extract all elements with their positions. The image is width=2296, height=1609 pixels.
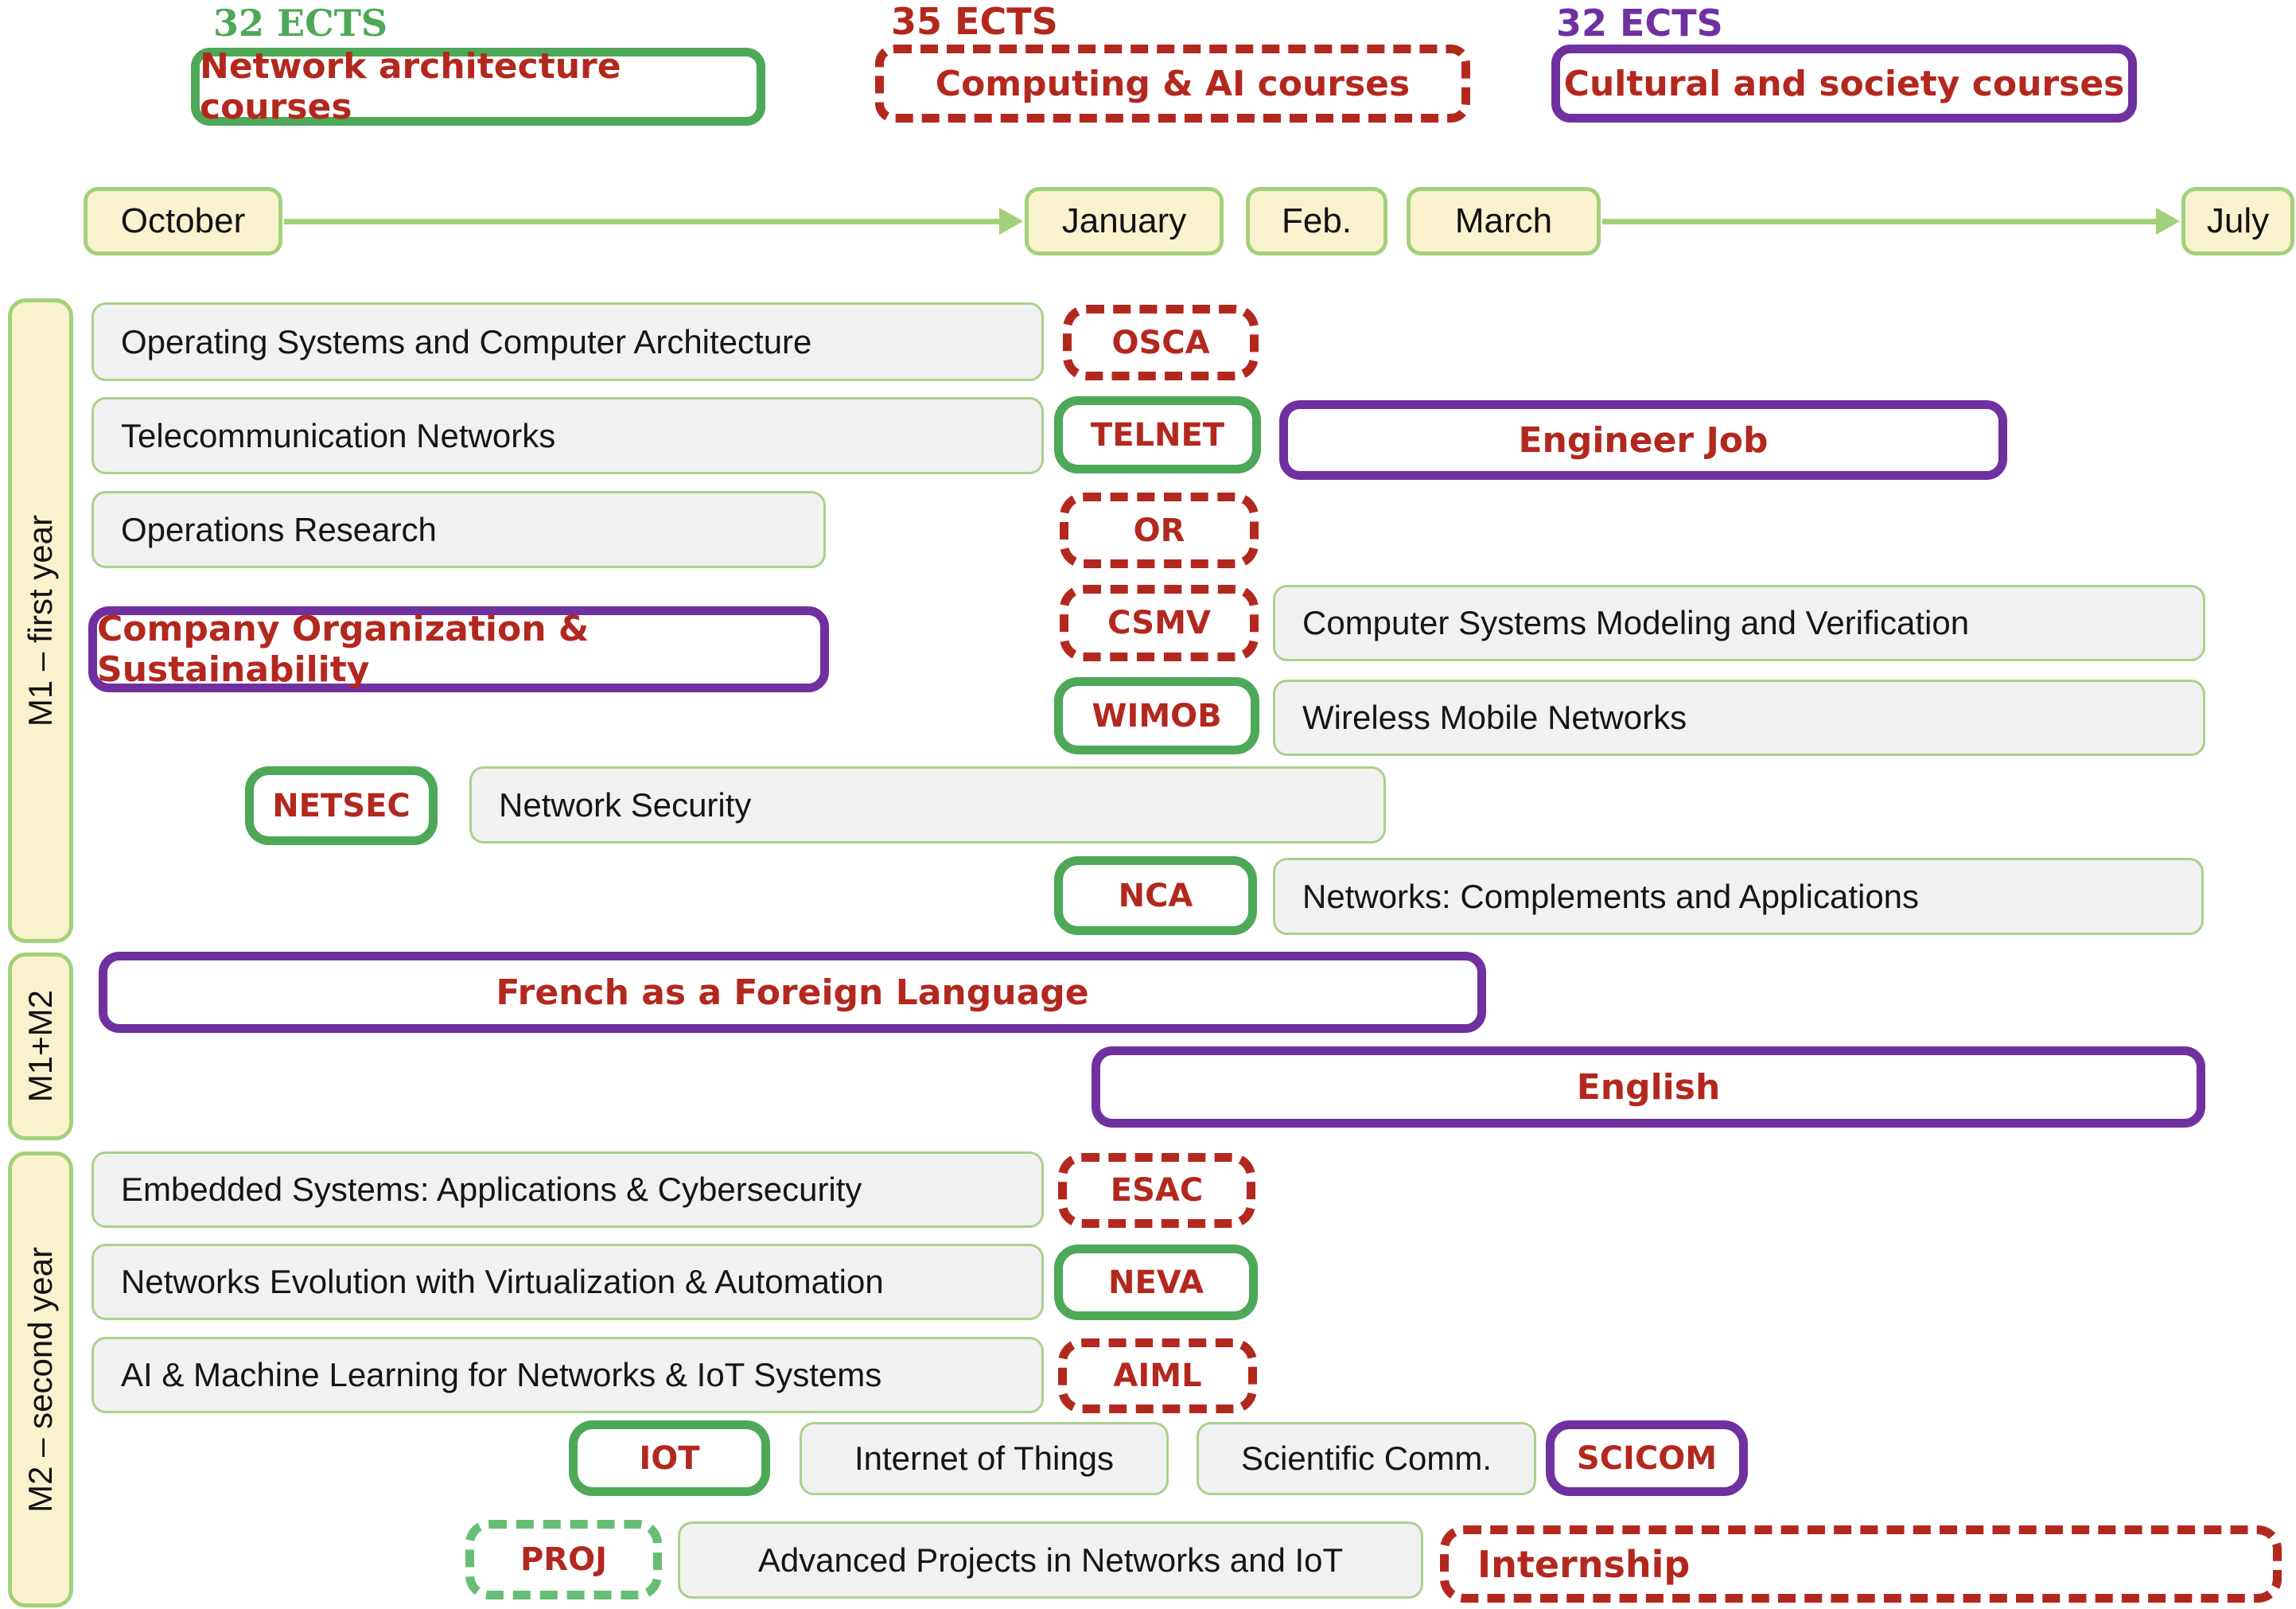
- course-code-iot: IOT: [569, 1420, 770, 1496]
- french-foreign-language-label: French as a Foreign Language: [496, 972, 1089, 1013]
- sidebar-m1-plus-m2: M1+M2: [8, 953, 73, 1140]
- course-box-wimob-name: Wireless Mobile Networks: [1273, 680, 2205, 756]
- course-wimob-code: WIMOB: [1092, 697, 1222, 734]
- course-code-netsec: NETSEC: [245, 766, 438, 845]
- company-organization-sustainability-label: Company Organization & Sustainability: [97, 609, 590, 690]
- course-scicom-name: Scientific Comm.: [1240, 1440, 1492, 1477]
- course-or-name: Operations Research: [121, 510, 437, 548]
- course-code-osca: OSCA: [1063, 305, 1259, 380]
- legend-computing-ai-label: Computing & AI courses: [935, 63, 1411, 104]
- course-code-telnet: TELNET: [1054, 396, 1261, 473]
- engineer-job-label: Engineer Job: [1518, 419, 1769, 461]
- sidebar-m1-first-year: M1 – first year: [8, 298, 73, 943]
- course-telnet-name: Telecommunication Networks: [121, 416, 556, 454]
- timeline-arrow-icon: [2156, 208, 2180, 235]
- course-wimob-name: Wireless Mobile Networks: [1302, 699, 1687, 736]
- course-iot-name: Internet of Things: [854, 1440, 1115, 1477]
- course-osca-name: Operating Systems and Computer Architect…: [121, 322, 812, 360]
- course-csmv-code: CSMV: [1107, 605, 1211, 641]
- legend-computing-ai-box: Computing & AI courses: [875, 45, 1470, 123]
- timeline-october: October: [84, 187, 282, 255]
- english-label: English: [1576, 1066, 1721, 1108]
- course-box-aiml-name: AI & Machine Learning for Networks & IoT…: [91, 1337, 1044, 1413]
- course-nca-name: Networks: Complements and Applications: [1302, 877, 1920, 915]
- course-box-proj-name: Advanced Projects in Networks and IoT: [678, 1521, 1423, 1599]
- course-esac-name: Embedded Systems: Applications & Cyberse…: [121, 1171, 862, 1208]
- course-box-or-name: Operations Research: [91, 491, 826, 568]
- course-proj-name: Advanced Projects in Networks and IoT: [757, 1541, 1344, 1579]
- course-csmv-name: Computer Systems Modeling and Verificati…: [1302, 604, 1970, 641]
- sidebar-m2-second-year: M2 – second year: [8, 1151, 73, 1607]
- internship-label: Internship: [1477, 1542, 1691, 1586]
- course-box-scicom-name: Scientific Comm.: [1197, 1422, 1536, 1495]
- course-code-nca: NCA: [1054, 856, 1257, 935]
- course-proj-code: PROJ: [520, 1541, 607, 1578]
- ects-label-cultural: 32 ECTS: [1556, 2, 1723, 45]
- timeline-feb-label: Feb.: [1281, 201, 1352, 240]
- course-code-csmv: CSMV: [1060, 585, 1259, 661]
- course-scicom-code: SCICOM: [1576, 1440, 1718, 1477]
- timeline-march: March: [1407, 187, 1601, 255]
- ects-label-network: 32 ECTS: [213, 2, 388, 45]
- course-esac-code: ESAC: [1110, 1172, 1204, 1209]
- course-netsec-name: Network Security: [499, 785, 752, 824]
- course-box-iot-name: Internet of Things: [800, 1422, 1169, 1495]
- french-foreign-language-box: French as a Foreign Language: [99, 952, 1486, 1033]
- timeline-july: July: [2181, 187, 2294, 255]
- timeline-january: January: [1025, 187, 1224, 255]
- course-code-wimob: WIMOB: [1054, 677, 1259, 754]
- course-iot-code: IOT: [639, 1440, 700, 1477]
- sidebar-m2-label: M2 – second year: [21, 1246, 59, 1513]
- legend-cultural-society-box: Cultural and society courses: [1551, 45, 2137, 123]
- course-nca-code: NCA: [1118, 877, 1193, 914]
- sidebar-m1m2-label: M1+M2: [21, 990, 59, 1103]
- course-box-csmv-name: Computer Systems Modeling and Verificati…: [1273, 585, 2205, 661]
- course-code-or: OR: [1060, 493, 1259, 568]
- engineer-job-box: Engineer Job: [1279, 400, 2007, 480]
- timeline-july-label: July: [2206, 201, 2270, 240]
- course-or-code: OR: [1133, 512, 1185, 549]
- course-neva-code: NEVA: [1108, 1264, 1204, 1301]
- timeline-feb: Feb.: [1246, 187, 1387, 255]
- legend-network-architecture-label: Network architecture courses: [200, 46, 621, 127]
- course-code-scicom: SCICOM: [1546, 1420, 1748, 1496]
- course-box-telnet-name: Telecommunication Networks: [91, 397, 1044, 474]
- course-box-osca-name: Operating Systems and Computer Architect…: [91, 302, 1044, 381]
- course-code-aiml: AIML: [1058, 1338, 1257, 1413]
- course-code-esac: ESAC: [1058, 1153, 1255, 1228]
- timeline-arrow-line-2: [1602, 219, 2158, 224]
- timeline-arrow-icon: [999, 208, 1023, 235]
- course-osca-code: OSCA: [1111, 324, 1210, 361]
- legend-network-architecture-box: Network architecture courses: [191, 46, 765, 127]
- ects-label-computing: 35 ECTS: [891, 0, 1058, 43]
- course-box-neva-name: Networks Evolution with Virtualization &…: [91, 1244, 1044, 1320]
- timeline-october-label: October: [120, 201, 246, 240]
- internship-box: Internship: [1440, 1525, 2282, 1603]
- course-box-netsec-name: Network Security: [469, 766, 1386, 843]
- timeline-january-label: January: [1061, 201, 1187, 240]
- company-organization-sustainability-box: Company Organization & Sustainability: [88, 606, 829, 692]
- course-aiml-name: AI & Machine Learning for Networks & IoT…: [121, 1356, 882, 1393]
- course-neva-name: Networks Evolution with Virtualization &…: [121, 1263, 884, 1300]
- english-box: English: [1092, 1046, 2205, 1128]
- course-box-nca-name: Networks: Complements and Applications: [1273, 858, 2204, 935]
- sidebar-m1-label: M1 – first year: [21, 514, 59, 727]
- course-code-proj: PROJ: [465, 1520, 662, 1599]
- timeline-march-label: March: [1454, 201, 1553, 240]
- course-code-neva: NEVA: [1054, 1245, 1258, 1320]
- course-aiml-code: AIML: [1113, 1358, 1202, 1394]
- course-telnet-code: TELNET: [1090, 416, 1225, 454]
- timeline-arrow-line-1: [284, 219, 1002, 224]
- course-box-esac-name: Embedded Systems: Applications & Cyberse…: [91, 1151, 1044, 1228]
- course-netsec-code: NETSEC: [272, 787, 411, 824]
- legend-cultural-society-label: Cultural and society courses: [1563, 63, 2125, 104]
